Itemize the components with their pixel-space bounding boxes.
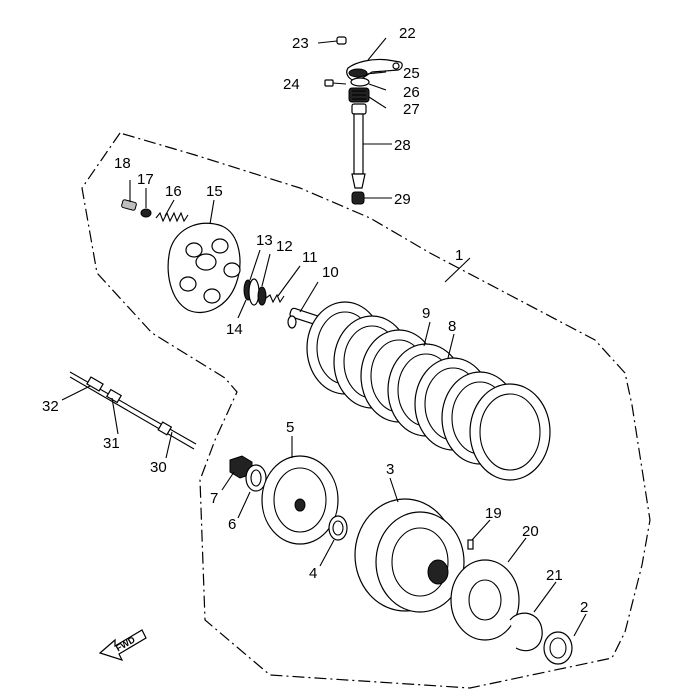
pushrod-shaft-group [69, 371, 197, 450]
callout-3: 3 [386, 461, 394, 478]
callout-29: 29 [394, 191, 411, 208]
callout-18: 18 [114, 155, 131, 172]
callout-21: 21 [546, 567, 563, 584]
seal-26 [350, 77, 370, 87]
callout-26: 26 [403, 84, 420, 101]
gear-20 [450, 559, 520, 641]
callout-6: 6 [228, 516, 236, 533]
callout-5: 5 [286, 419, 294, 436]
basket-center [427, 559, 449, 585]
spring-11 [265, 293, 285, 304]
hub-center [294, 498, 306, 512]
callout-24: 24 [283, 76, 300, 93]
callout-7: 7 [210, 490, 218, 507]
plate-g [469, 383, 551, 481]
callout-20: 20 [522, 523, 539, 540]
shaft-cam-end [351, 173, 366, 189]
callout-16: 16 [165, 183, 182, 200]
callout-9: 9 [422, 305, 430, 322]
spring-boss-2 [211, 238, 229, 254]
washer-6 [245, 464, 267, 492]
callout-labels: 22 23 25 24 26 27 28 29 1 18 17 16 15 13… [42, 25, 588, 616]
callout-12: 12 [276, 238, 293, 255]
callout-14: 14 [226, 321, 243, 338]
lever-pin-hole [392, 62, 400, 70]
callout-15: 15 [206, 183, 223, 200]
release-shaft-28 [353, 113, 364, 175]
callout-2: 2 [580, 599, 588, 616]
leader-lines [61, 37, 587, 637]
callout-23: 23 [292, 35, 309, 52]
washer-4 [328, 515, 348, 541]
pushrod-end [287, 315, 297, 329]
clutch-hub-group [229, 455, 348, 545]
callout-17: 17 [137, 171, 154, 188]
callout-30: 30 [150, 459, 167, 476]
spring-16 [155, 211, 189, 223]
callout-4: 4 [309, 565, 317, 582]
callout-28: 28 [394, 137, 411, 154]
shaft-collar [351, 103, 367, 115]
release-bearing-group [243, 278, 321, 329]
clutch-plate-stack [306, 301, 551, 481]
callout-22: 22 [399, 25, 416, 42]
spring-boss-1 [195, 253, 217, 271]
cap-2 [543, 631, 573, 665]
circlip-21 [509, 612, 543, 652]
bolt-24 [324, 79, 334, 87]
seal-29 [351, 191, 365, 205]
callout-1: 1 [455, 247, 463, 264]
clutch-basket-group [354, 498, 465, 613]
callout-10: 10 [322, 264, 339, 281]
callout-11: 11 [302, 249, 318, 266]
callout-27: 27 [403, 101, 420, 118]
fwd-arrow: FWD [98, 629, 147, 662]
lever-screw [336, 36, 347, 45]
callout-13: 13 [256, 232, 273, 249]
gear-group [450, 539, 573, 665]
washer-12 [257, 286, 267, 306]
spring-boss-5 [179, 276, 197, 292]
spring-boss-3 [223, 262, 241, 278]
release-lever-assembly [324, 36, 403, 205]
shaft-collar-30 [157, 421, 173, 436]
callout-32: 32 [42, 398, 59, 415]
callout-19: 19 [485, 505, 502, 522]
washer-25 [348, 68, 368, 78]
bolt-18 [121, 199, 137, 211]
pin-19 [467, 539, 474, 550]
spring-boss-4 [203, 288, 221, 304]
washer-17 [140, 208, 152, 218]
shaft-collar-32 [86, 376, 104, 392]
spring-boss-6 [185, 242, 203, 258]
callout-25: 25 [403, 65, 420, 82]
callout-31: 31 [103, 435, 120, 452]
callout-8: 8 [448, 318, 456, 335]
pressure-plate-group [121, 199, 241, 314]
bearing-13 [248, 278, 260, 306]
assembly-boundary [81, 132, 651, 689]
